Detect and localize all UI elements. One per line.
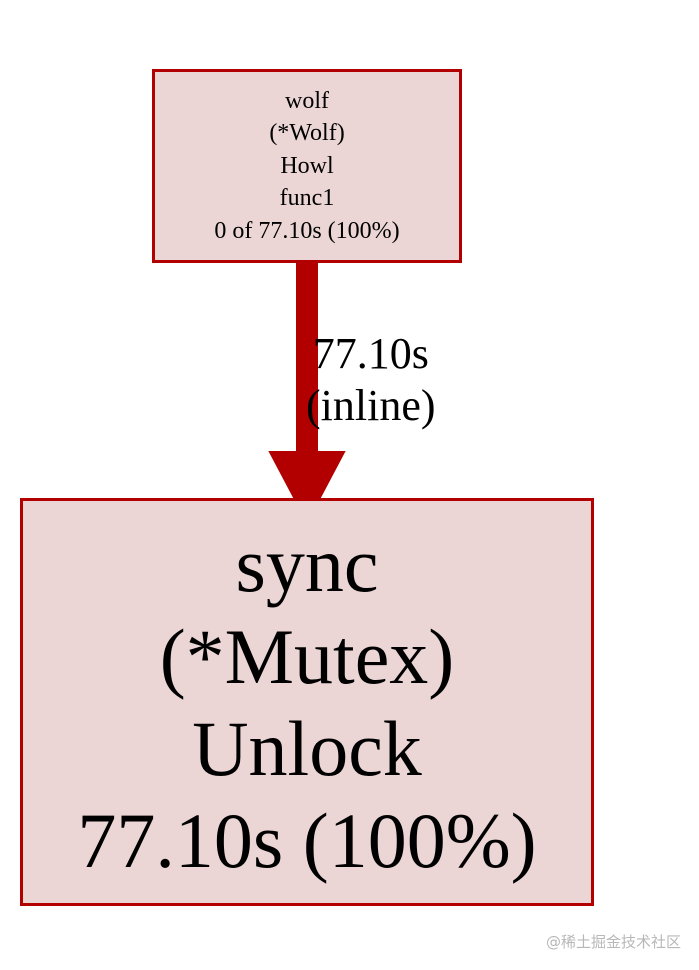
callee-package-label: sync: [235, 521, 379, 608]
caller-package-label: wolf: [285, 87, 329, 114]
caller-method-label: Howl: [280, 152, 334, 179]
edge-inline-label: (inline): [306, 381, 436, 430]
callee-node-sync-mutex-unlock[interactable]: sync (*Mutex) Unlock 77.10s (100%): [20, 498, 594, 906]
callee-time-label: 77.10s (100%): [77, 797, 537, 884]
edge-time-label: 77.10s: [312, 329, 429, 378]
callee-method-label: Unlock: [192, 705, 422, 792]
caller-closure-label: func1: [279, 185, 335, 212]
callee-receiver-label: (*Mutex): [159, 613, 455, 700]
caller-time-label: 0 of 77.10s (100%): [214, 217, 400, 244]
caller-receiver-label: (*Wolf): [269, 120, 345, 147]
watermark: @稀土掘金技术社区: [545, 933, 681, 951]
edge-label: 77.10s (inline): [306, 328, 436, 432]
edge-arrowhead: [268, 451, 346, 525]
caller-node-wolf-howl-func1[interactable]: wolf (*Wolf) Howl func1 0 of 77.10s (100…: [152, 69, 462, 263]
